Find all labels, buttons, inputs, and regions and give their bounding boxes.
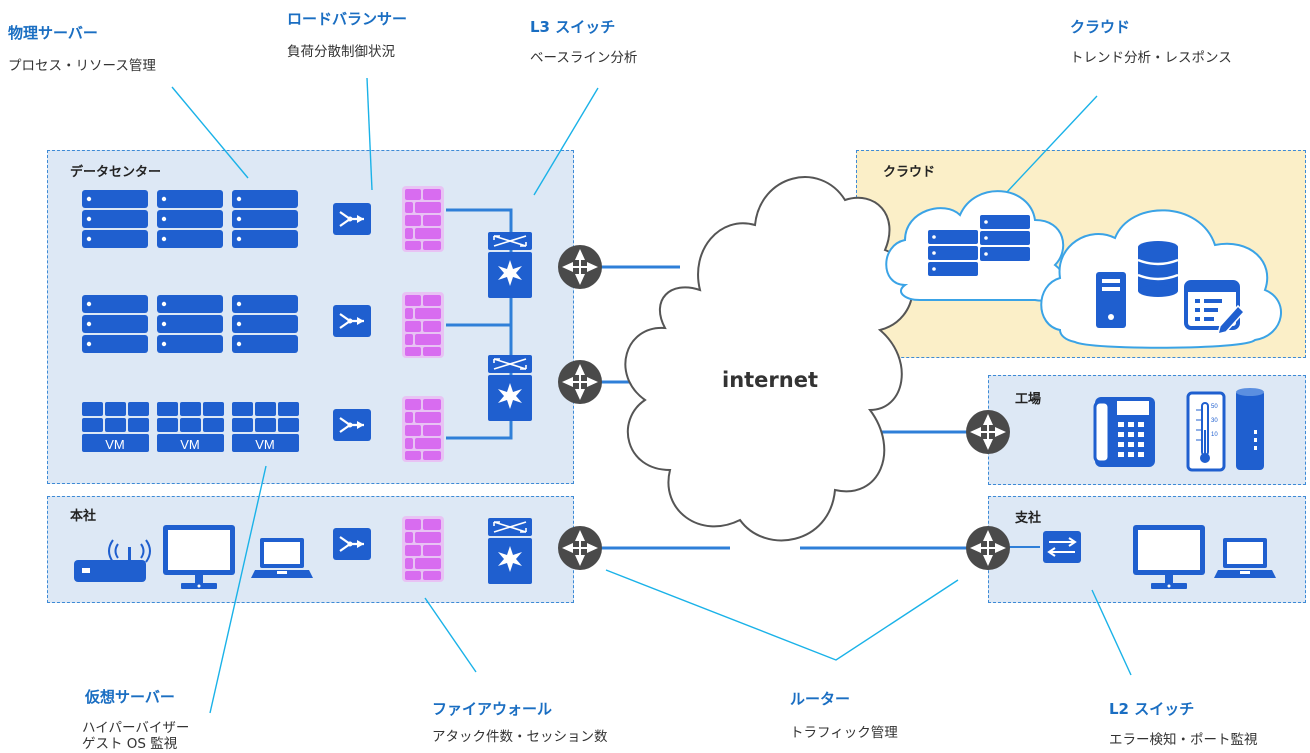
laptop-icon bbox=[251, 538, 313, 578]
headquarters-zone: 本社 bbox=[47, 496, 574, 603]
firewall-icon bbox=[402, 292, 444, 358]
tank-sensor-icon bbox=[1236, 388, 1264, 470]
thermometer-icon: 50 30 10 bbox=[1186, 391, 1226, 472]
cloud-desc: トレンド分析・レスポンス bbox=[1070, 50, 1232, 66]
cloud-server-icon bbox=[928, 215, 1030, 276]
svg-text:50: 50 bbox=[1211, 404, 1218, 410]
l3-switch-icon bbox=[487, 231, 533, 299]
virtual-server-desc-1: ハイパーバイザー bbox=[82, 720, 190, 736]
l3-switch-desc: ベースライン分析 bbox=[530, 50, 638, 66]
load-balancer-title: ロードバランサー bbox=[287, 10, 408, 28]
vm-label: VM bbox=[180, 437, 200, 452]
router-desc: トラフィック管理 bbox=[790, 725, 898, 741]
virtual-server-desc-2: ゲスト OS 監視 bbox=[82, 736, 178, 752]
desktop-monitor-icon bbox=[163, 525, 235, 589]
virtual-server-title: 仮想サーバー bbox=[85, 688, 175, 706]
rack-server-icon bbox=[82, 295, 148, 353]
load-balancer-icon bbox=[331, 526, 373, 562]
wireless-router-icon bbox=[74, 539, 151, 582]
vm-label: VM bbox=[255, 437, 275, 452]
load-balancer-icon bbox=[331, 201, 373, 237]
headquarters-label: 本社 bbox=[70, 509, 97, 524]
rack-server-icon bbox=[157, 190, 223, 248]
load-balancer-icon bbox=[331, 303, 373, 339]
l3-switch-icon bbox=[487, 354, 533, 422]
router-title: ルーター bbox=[790, 690, 851, 708]
router-icon bbox=[557, 244, 603, 290]
tower-pc-icon bbox=[1096, 272, 1126, 328]
router-icon bbox=[557, 359, 603, 405]
l3-switch-icon bbox=[487, 517, 533, 585]
cloud-title: クラウド bbox=[1070, 18, 1131, 36]
cloud-zone-label: クラウド bbox=[883, 165, 936, 180]
internet-cloud bbox=[624, 176, 914, 542]
router-icon bbox=[965, 525, 1011, 571]
load-balancer-icon bbox=[331, 407, 373, 443]
firewall-desc: アタック件数・セッション数 bbox=[432, 729, 608, 745]
rack-server-icon bbox=[82, 190, 148, 248]
l2-switch-title: L2 スイッチ bbox=[1109, 700, 1195, 718]
phone-icon bbox=[1093, 397, 1155, 467]
physical-server-title: 物理サーバー bbox=[8, 24, 98, 42]
firewall-icon bbox=[402, 186, 444, 252]
vm-label: VM bbox=[105, 437, 125, 452]
laptop-icon bbox=[1214, 538, 1276, 578]
factory-label: 工場 bbox=[1015, 392, 1042, 407]
branch-label: 支社 bbox=[1015, 511, 1042, 526]
desktop-monitor-icon bbox=[1133, 525, 1205, 589]
router-icon bbox=[557, 525, 603, 571]
form-document-icon bbox=[1184, 280, 1246, 336]
internet-label: internet bbox=[722, 368, 819, 392]
router-icon bbox=[965, 409, 1011, 455]
svg-text:30: 30 bbox=[1211, 418, 1218, 424]
l3-switch-title: L3 スイッチ bbox=[530, 18, 616, 36]
l2-switch-icon bbox=[1043, 531, 1081, 563]
firewall-icon bbox=[402, 396, 444, 462]
rack-server-icon bbox=[232, 295, 298, 353]
database-icon bbox=[1137, 241, 1179, 297]
l2-switch-desc: エラー検知・ポート監視 bbox=[1109, 732, 1258, 748]
firewall-title: ファイアウォール bbox=[432, 700, 553, 718]
svg-text:10: 10 bbox=[1211, 432, 1218, 438]
firewall-icon bbox=[402, 516, 444, 582]
rack-server-icon bbox=[232, 190, 298, 248]
datacenter-label: データセンター bbox=[70, 165, 162, 180]
load-balancer-desc: 負荷分散制御状況 bbox=[287, 44, 395, 60]
physical-server-desc: プロセス・リソース管理 bbox=[8, 58, 156, 74]
rack-server-icon bbox=[157, 295, 223, 353]
